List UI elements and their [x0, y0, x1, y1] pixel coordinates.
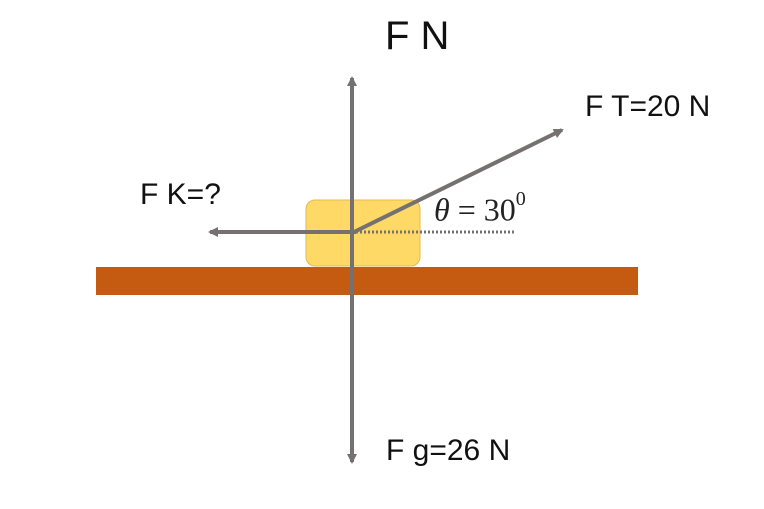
angle-label: θ = 300 [434, 189, 526, 228]
gravity-force-label: F g=26 N [386, 434, 511, 467]
ground-surface [96, 267, 638, 295]
friction-force-label: F K=? [140, 178, 221, 211]
normal-force-label: F N [385, 14, 450, 58]
angle-exponent: 0 [515, 188, 526, 210]
angle-value: = 30 [449, 191, 516, 228]
tension-force-arrow [353, 128, 564, 234]
angle-symbol: θ [434, 191, 450, 228]
tension-force-label: F T=20 N [585, 90, 711, 123]
